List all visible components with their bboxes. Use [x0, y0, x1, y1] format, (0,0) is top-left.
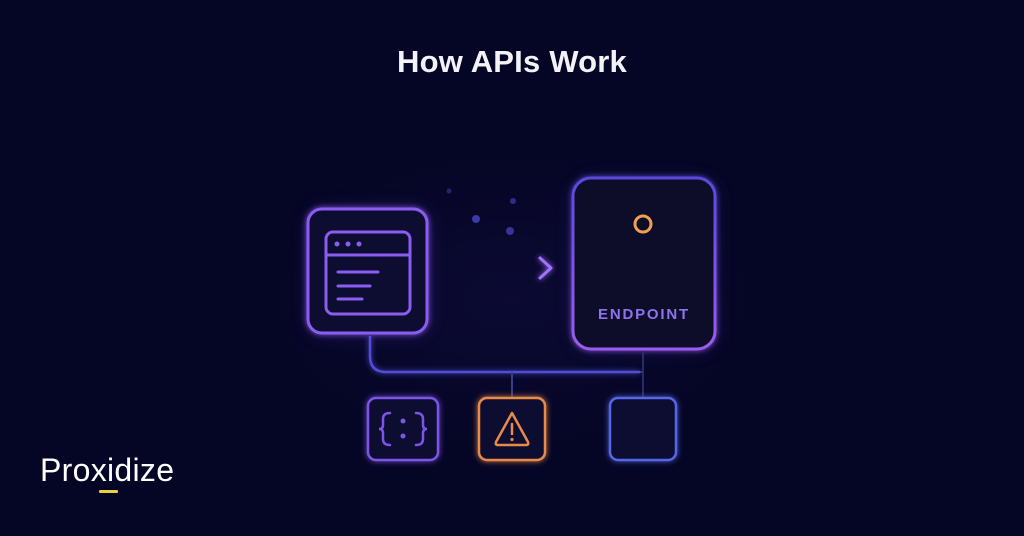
warning-triangle-icon	[494, 411, 530, 447]
endpoint-label: ENDPOINT	[598, 306, 690, 323]
json-node	[366, 396, 440, 462]
empty-node	[608, 396, 678, 462]
pin-circle-icon	[633, 214, 653, 234]
warning-node	[477, 396, 547, 462]
arrow-right-icon	[436, 256, 553, 280]
page-title: How APIs Work	[397, 44, 627, 79]
particle-dots	[446, 188, 516, 235]
browser-window-icon	[324, 230, 412, 316]
client-node	[306, 207, 429, 335]
brand-logo: Proxidize	[40, 452, 175, 488]
json-braces-icon	[378, 411, 428, 447]
brand-accent-underline	[99, 490, 118, 493]
empty-square-icon	[608, 396, 678, 462]
connector-lines	[368, 336, 644, 397]
endpoint-node	[571, 176, 717, 351]
